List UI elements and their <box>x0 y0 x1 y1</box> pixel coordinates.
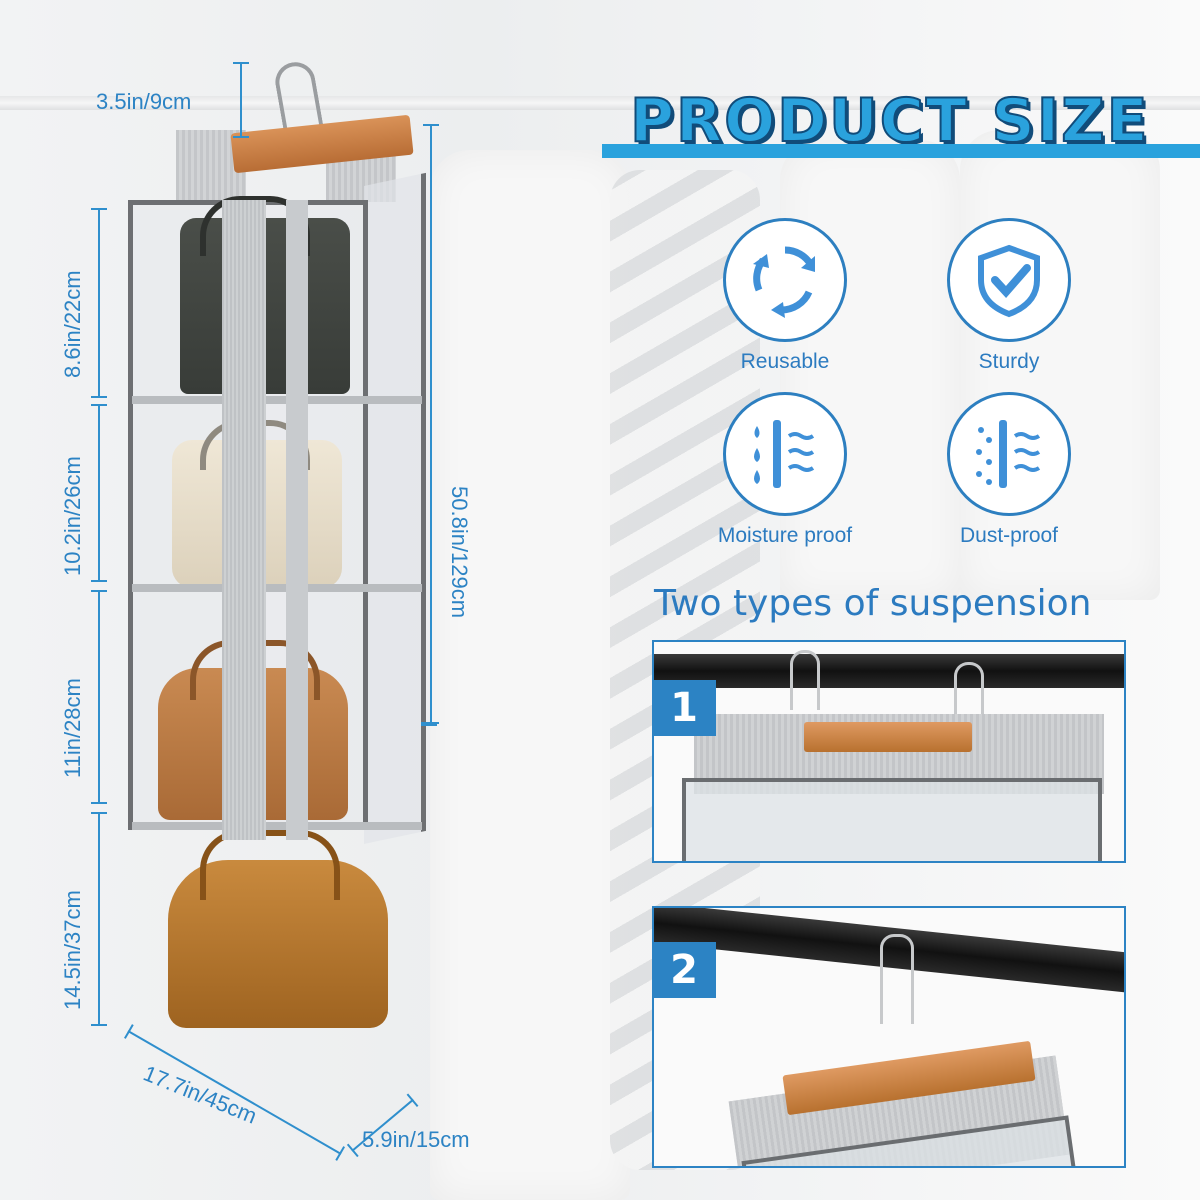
shield-check-icon <box>978 244 1040 318</box>
white-garment <box>960 130 1160 600</box>
feature-sturdy: Sturdy <box>914 218 1104 374</box>
feature-circle <box>947 218 1071 342</box>
compartment-1-line <box>91 208 107 398</box>
organizer-strap <box>286 200 308 840</box>
suspension-type-2-badge: 2 <box>652 942 716 998</box>
hanger-hook <box>880 934 914 1024</box>
dust-icon <box>976 420 1041 488</box>
compartment-2-line <box>91 404 107 582</box>
closet-rod <box>654 654 1124 688</box>
compartment-4-label: 14.5in/37cm <box>60 890 85 1010</box>
organizer-side-panel <box>364 172 426 845</box>
feature-circle <box>947 392 1071 516</box>
organizer-shelf <box>132 822 422 830</box>
title-underline <box>602 144 1200 158</box>
feature-label: Sturdy <box>978 350 1040 373</box>
feature-reusable: Reusable <box>690 218 880 374</box>
hook-height-label: 3.5in/9cm <box>96 89 192 114</box>
feature-circle <box>723 218 847 342</box>
feature-moisture-proof: Moisture proof <box>690 392 880 548</box>
bag-handle <box>200 830 340 900</box>
recycle-icon <box>753 246 815 318</box>
hook-height-line <box>233 62 249 138</box>
total-height-label: 50.8in/129cm <box>447 486 472 619</box>
feature-label: Reusable <box>740 350 830 373</box>
compartment-4-line <box>91 812 107 1026</box>
compartment-3-label: 11in/28cm <box>60 678 85 778</box>
feature-circle <box>723 392 847 516</box>
depth-label: 5.9in/15cm <box>362 1127 470 1152</box>
hanger-hook <box>790 650 820 710</box>
suspension-heading: Two types of suspension <box>654 583 1092 624</box>
feature-label: Dust-proof <box>959 524 1059 547</box>
white-garment <box>430 150 630 1200</box>
suspension-type-1-badge: 1 <box>652 680 716 736</box>
moisture-icon <box>754 420 815 488</box>
organizer-clear-panel <box>682 778 1102 861</box>
suspension-type-2-panel <box>652 906 1126 1168</box>
organizer-strap <box>222 200 266 840</box>
organizer-shelf <box>132 396 422 404</box>
feature-dust-proof: Dust-proof <box>914 392 1104 548</box>
feature-label: Moisture proof <box>717 524 853 547</box>
compartment-3-line <box>91 590 107 804</box>
suspension-type-1-panel <box>652 640 1126 863</box>
organizer-shelf <box>132 584 422 592</box>
wooden-hanger-bar <box>804 722 972 752</box>
total-height-line <box>423 124 439 724</box>
compartment-1-label: 8.6in/22cm <box>60 270 85 378</box>
hanger-hook <box>954 662 984 722</box>
closet-rod <box>0 96 1200 110</box>
white-garment <box>780 140 960 600</box>
compartment-2-label: 10.2in/26cm <box>60 456 85 576</box>
